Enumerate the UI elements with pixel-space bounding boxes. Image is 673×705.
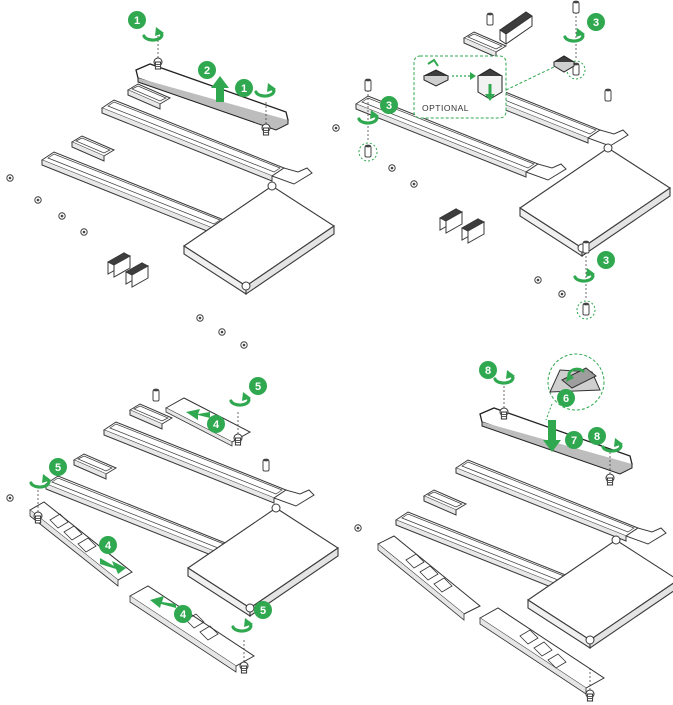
m2-connector-block	[500, 12, 532, 44]
svg-text:4: 4	[180, 609, 187, 621]
curved-arrow-icon	[256, 83, 276, 96]
svg-text:3: 3	[603, 255, 609, 267]
curved-arrow-icon	[233, 618, 253, 631]
curved-arrow-icon	[31, 474, 51, 487]
step-badge: 4	[174, 605, 192, 623]
step-badge: 3	[587, 13, 605, 31]
panel-reinstall-heatsink: 6 7 8 8	[355, 354, 673, 701]
panel-remove-heatsink: 1 2 1	[7, 11, 334, 348]
pcie-short-slot	[74, 454, 116, 479]
rubber-pad-icon	[554, 56, 574, 72]
step-badge: 5	[249, 377, 267, 395]
standoff-icon	[605, 89, 611, 101]
m2-connector-block	[440, 209, 462, 233]
step-badge: 4	[207, 415, 225, 433]
panel-insert-m2-cards: 4 4 4 5 5 5	[7, 377, 338, 673]
loose-screw-icon	[535, 277, 541, 283]
pcie-short-slot	[424, 490, 466, 515]
curved-arrow-icon	[575, 268, 595, 281]
step-badge: 3	[597, 251, 615, 269]
chipset-heatsink	[520, 144, 670, 256]
loose-screw-icon	[389, 165, 395, 171]
chipset-heatsink	[528, 536, 673, 648]
svg-text:5: 5	[255, 381, 261, 393]
loose-screw-icon	[7, 495, 13, 501]
standoff-icon	[583, 241, 589, 253]
standoff-icon	[263, 459, 269, 471]
svg-text:1: 1	[134, 15, 140, 27]
chipset-heatsink	[188, 504, 338, 616]
svg-text:4: 4	[213, 419, 220, 431]
svg-text:8: 8	[485, 365, 491, 377]
step-badge: 1	[235, 79, 253, 97]
standoff-icon	[153, 389, 159, 401]
m2-connector-block	[462, 219, 484, 243]
loose-screw-icon	[219, 329, 225, 335]
svg-text:3: 3	[386, 100, 392, 112]
loose-screw-icon	[333, 125, 339, 131]
step-badge: 6	[557, 389, 575, 407]
loose-screw-icon	[7, 175, 13, 181]
standoff-icon	[583, 303, 589, 315]
svg-text:5: 5	[55, 462, 61, 474]
step-badge: 5	[254, 601, 272, 619]
step-badge: 5	[49, 458, 67, 476]
screw-icon	[500, 386, 508, 419]
pcie-short-slot	[72, 136, 114, 161]
curved-arrow-icon	[603, 438, 623, 451]
step-badge: 8	[479, 361, 497, 379]
loose-screw-icon	[411, 181, 417, 187]
curved-arrow-icon	[144, 27, 164, 40]
step-badge: 1	[128, 11, 146, 29]
svg-text:6: 6	[563, 393, 569, 405]
step-badge: 2	[198, 61, 216, 79]
svg-text:1: 1	[241, 83, 247, 95]
svg-text:3: 3	[593, 17, 599, 29]
step-badge: 3	[380, 96, 398, 114]
svg-text:7: 7	[571, 435, 577, 447]
standoff-icon	[365, 145, 371, 157]
loose-screw-icon	[559, 291, 565, 297]
loose-screw-icon	[355, 525, 361, 531]
loose-screw-icon	[35, 197, 41, 203]
svg-text:2: 2	[204, 65, 210, 77]
curved-arrow-icon	[565, 28, 585, 41]
standoff-icon	[573, 1, 579, 13]
loose-screw-icon	[59, 213, 65, 219]
loose-screw-icon	[197, 315, 203, 321]
step-badge: 4	[99, 536, 117, 554]
protective-film-callout	[546, 354, 604, 420]
chipset-heatsink	[184, 182, 334, 294]
svg-text:8: 8	[594, 431, 600, 443]
loose-screw-icon	[241, 342, 247, 348]
standoff-icon	[487, 13, 493, 25]
curved-arrow-icon	[231, 392, 251, 405]
step-badge: 8	[588, 427, 606, 445]
svg-text:5: 5	[260, 605, 266, 617]
standoff-icon	[365, 79, 371, 91]
curved-arrow-icon	[495, 370, 515, 383]
step-badge: 7	[565, 431, 583, 449]
optional-label: OPTIONAL	[422, 103, 469, 113]
panel-install-standoffs: OPTIONAL 3 3 3	[333, 1, 670, 319]
pcie-long-slot	[456, 460, 666, 544]
loose-screw-icon	[81, 229, 87, 235]
svg-text:4: 4	[105, 540, 112, 552]
